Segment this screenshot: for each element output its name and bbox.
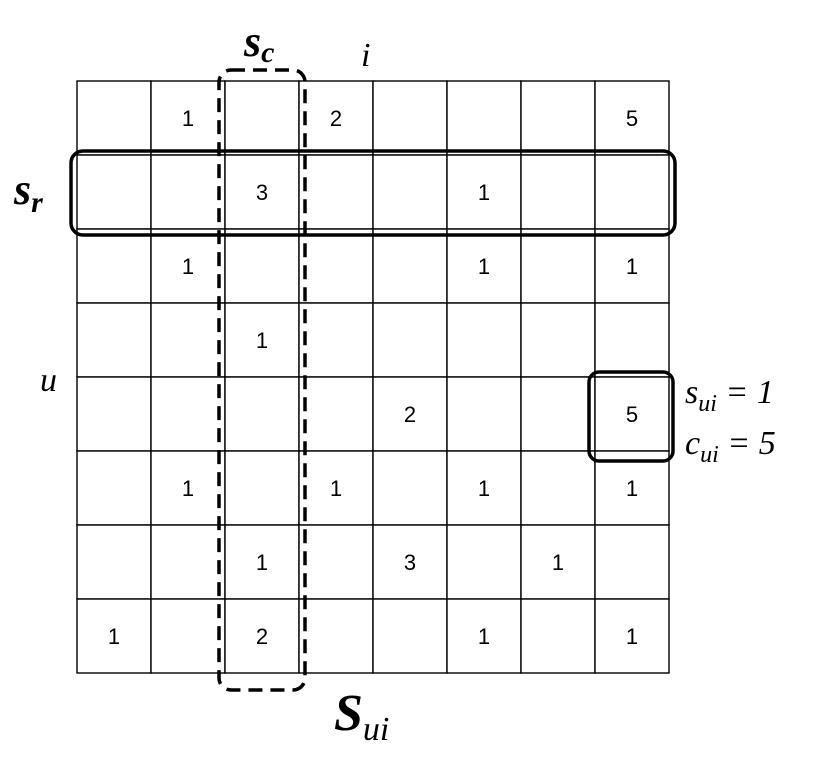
cell-value: 1 [478,624,490,649]
matrix-cell [446,302,522,378]
matrix-cell [76,302,152,378]
matrix-cell [520,80,596,156]
cell-value: 1 [478,180,490,205]
matrix-cell [298,80,374,156]
matrix-cell [298,154,374,230]
matrix-cell [446,376,522,452]
matrix-cell [520,376,596,452]
entry-c-value: cui = 5 [685,425,776,468]
cell-value: 2 [330,106,342,131]
cell-value: 1 [182,254,194,279]
cell-value: 1 [182,106,194,131]
cell-value: 1 [552,550,564,575]
cell-value: 1 [478,476,490,501]
matrix-cell [594,376,670,452]
cell-value: 5 [626,402,638,427]
cell-value: 5 [626,106,638,131]
matrix-cell [372,598,448,674]
matrix-cell [150,228,226,304]
cell-value: 2 [256,624,268,649]
matrix-cell [594,80,670,156]
cell-value: 1 [256,550,268,575]
matrix-cell [224,376,300,452]
matrix-cell [150,376,226,452]
matrix-cell [224,598,300,674]
cell-value: 1 [626,624,638,649]
matrix-cell [224,228,300,304]
cell-value: 1 [256,328,268,353]
matrix-cell [372,228,448,304]
matrix-cell [520,524,596,600]
matrix-cell [298,376,374,452]
matrix-cell [76,80,152,156]
matrix-cell [594,302,670,378]
matrix-cell [372,80,448,156]
cell-highlight-box [587,370,675,463]
matrix-cell [446,524,522,600]
matrix-name-label: Sui [334,685,389,748]
matrix-cell [520,598,596,674]
cell-value: 3 [404,550,416,575]
entry-s-value: sui = 1 [685,374,774,417]
row-index-label: u [40,362,57,399]
matrix-cell [372,450,448,526]
matrix-cell [150,524,226,600]
matrix-cell [224,450,300,526]
matrix-cell [372,376,448,452]
matrix-cell [224,524,300,600]
cell-value: 1 [478,254,490,279]
matrix-cell [298,228,374,304]
matrix-cell [446,598,522,674]
matrix-cell [298,302,374,378]
matrix-cell [520,450,596,526]
cell-value: 1 [626,476,638,501]
matrix-cell [224,80,300,156]
cell-value: 1 [182,476,194,501]
matrix-cell [298,524,374,600]
matrix-cell [594,228,670,304]
matrix-grid: 1 2 5 3 1 1 1 1 1 2 5 1 1 1 1 1 3 1 1 2 1 1 [76,80,670,674]
row-highlight-box [69,149,677,237]
cell-value: 1 [108,624,120,649]
matrix-cell [594,154,670,230]
cell-value: 3 [256,180,268,205]
matrix-cell [446,450,522,526]
row-vector-label: sr [13,165,43,219]
cell-value: 1 [626,254,638,279]
column-index-label: i [361,37,370,74]
matrix-cell [76,598,152,674]
matrix-cell [594,524,670,600]
column-vector-label: sc [243,17,274,69]
matrix-cell [372,154,448,230]
matrix-cell [446,80,522,156]
matrix-cell [372,302,448,378]
matrix-cell [520,154,596,230]
column-highlight-box [217,68,307,692]
matrix-cell [76,524,152,600]
matrix-cell [76,228,152,304]
matrix-cell [76,376,152,452]
matrix-cell [76,450,152,526]
matrix-cell [150,450,226,526]
cell-value: 2 [404,402,416,427]
matrix-cell [150,598,226,674]
matrix-cell [520,302,596,378]
matrix-cell [594,598,670,674]
matrix-cell [150,302,226,378]
matrix-cell [520,228,596,304]
cell-value: 1 [330,476,342,501]
matrix-cell [150,80,226,156]
matrix-cell [372,524,448,600]
matrix-cell [150,154,226,230]
matrix-cell [76,154,152,230]
matrix-cell [298,598,374,674]
